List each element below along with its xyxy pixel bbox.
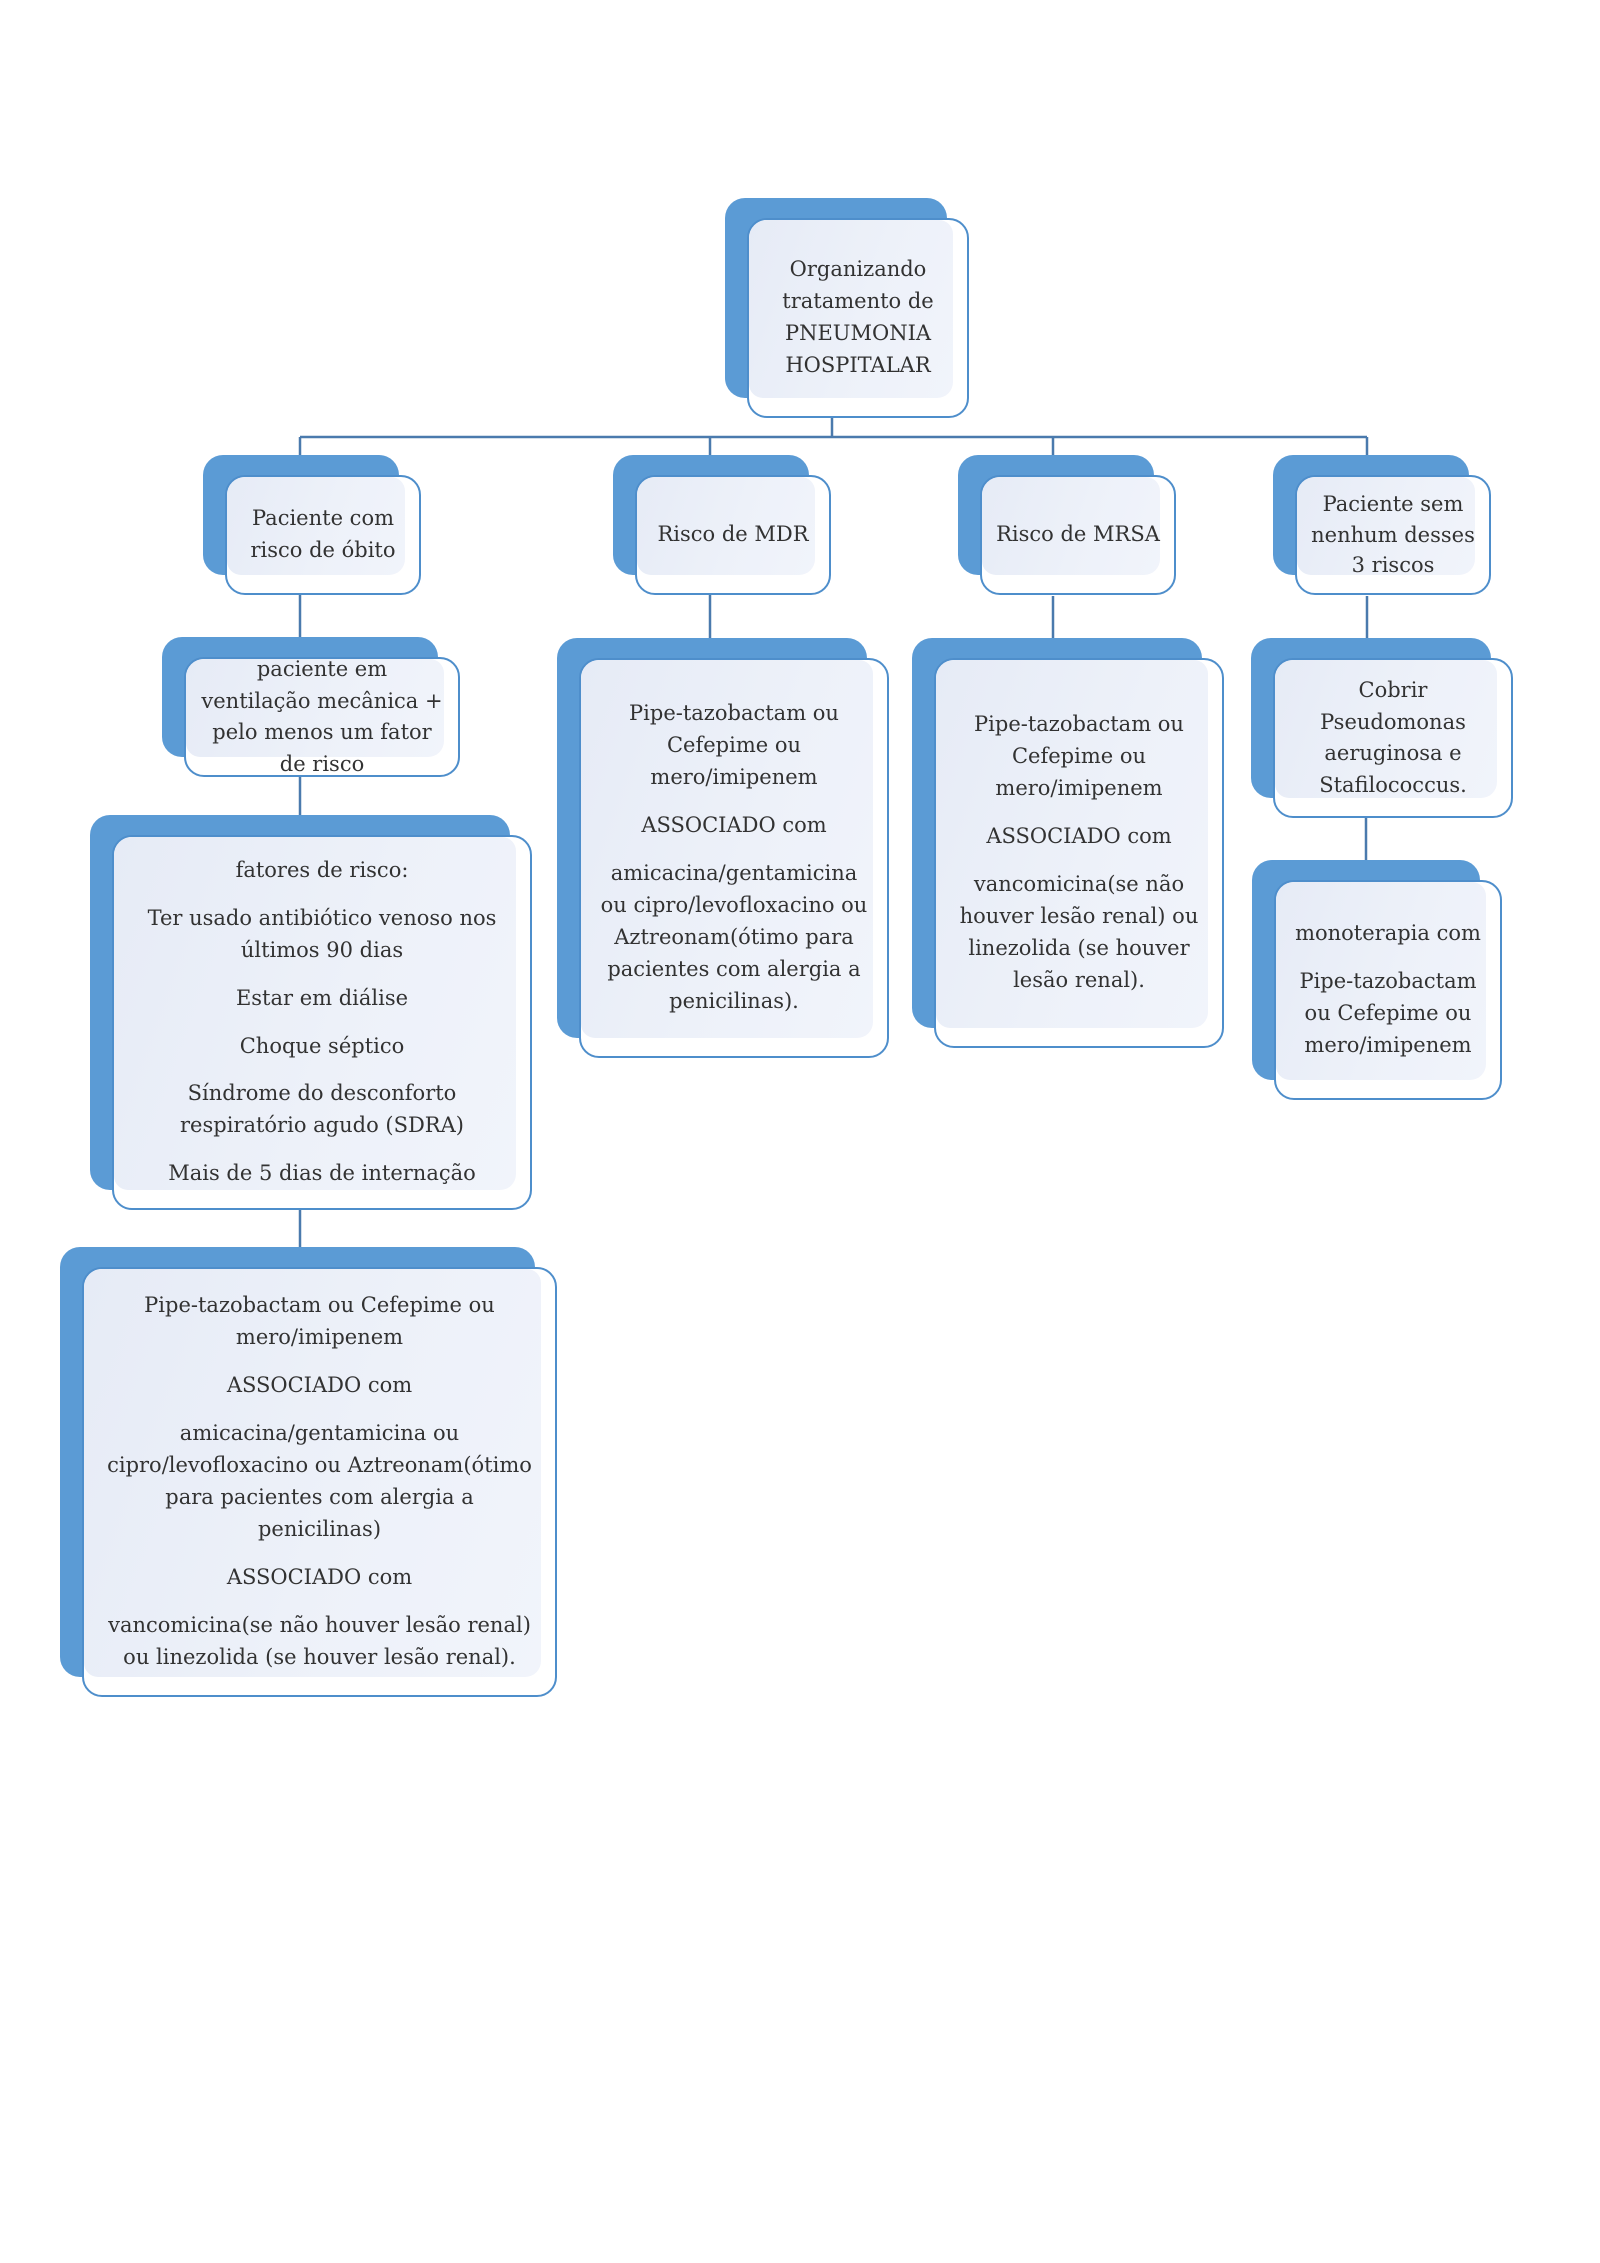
col1-treatment-fill	[84, 1269, 541, 1677]
root-node-text: Organizando tratamento de PNEUMONIA HOSP…	[782, 257, 934, 377]
col2-header-fill	[637, 477, 815, 575]
treatment-line: amicacina/gentamicina ou cipro/levofloxa…	[600, 861, 868, 1013]
col1-treatment-box: Pipe-tazobactam ou Cefepime ou mero/imip…	[82, 1267, 557, 1697]
col3-header-text: Risco de MRSA	[996, 522, 1160, 547]
risk-factors-title: fatores de risco:	[235, 857, 409, 882]
col3-treatment-text: Pipe-tazobactam ou Cefepime ou mero/imip…	[936, 660, 1222, 1046]
treatment-line: ASSOCIADO com	[226, 1373, 413, 1398]
root-node-fill	[749, 220, 953, 398]
treatment-line: vancomicina(se não houver lesão renal) o…	[108, 1612, 531, 1669]
col4-header-text: Paciente sem nenhum desses 3 riscos	[1311, 492, 1475, 578]
treatment-line: Pipe-tazobactam ou Cefepime ou mero/imip…	[629, 701, 839, 790]
col4-header-fill	[1297, 477, 1475, 575]
treatment-line: Pipe-tazobactam ou Cefepime ou mero/imip…	[974, 712, 1184, 801]
col1-header-fill	[227, 477, 405, 575]
col4-monotherapy-text: monoterapia com Pipe-tazobactam ou Cefep…	[1276, 882, 1500, 1098]
col3-treatment-node: Pipe-tazobactam ou Cefepime ou mero/imip…	[912, 638, 1224, 1048]
risk-factor-item: Choque séptico	[239, 1033, 405, 1058]
col3-treatment-box: Pipe-tazobactam ou Cefepime ou mero/imip…	[934, 658, 1224, 1048]
treatment-line: ASSOCIADO com	[986, 824, 1172, 849]
col3-header-box: Risco de MRSA	[980, 475, 1176, 595]
col4-header-box: Paciente sem nenhum desses 3 riscos	[1295, 475, 1491, 595]
col1-risk-factors-box: fatores de risco: Ter usado antibiótico …	[112, 835, 532, 1210]
col1-ventilation-text: paciente em ventilação mecânica + pelo m…	[201, 657, 443, 776]
treatment-line: Pipe-tazobactam ou Cefepime ou mero/imip…	[1299, 969, 1477, 1057]
col1-risk-factors-text: fatores de risco: Ter usado antibiótico …	[114, 837, 530, 1208]
risk-factor-item: Mais de 5 dias de internação	[168, 1161, 476, 1186]
col2-treatment-box: Pipe-tazobactam ou Cefepime ou mero/imip…	[579, 658, 889, 1058]
col3-header-node: Risco de MRSA	[958, 455, 1176, 595]
col1-header-box: Paciente com risco de óbito	[225, 475, 421, 595]
treatment-line: ASSOCIADO com	[641, 813, 827, 838]
treatment-line: ASSOCIADO com	[226, 1564, 413, 1589]
treatment-line: vancomicina(se não houver lesão renal) o…	[959, 872, 1199, 992]
col1-header-node: Paciente com risco de óbito	[203, 455, 421, 595]
col4-monotherapy-node: monoterapia com Pipe-tazobactam ou Cefep…	[1252, 860, 1502, 1100]
col4-coverage-box: Cobrir Pseudomonas aeruginosa e Stafiloc…	[1273, 658, 1513, 818]
col3-header-fill	[982, 477, 1160, 575]
col2-header-box: Risco de MDR	[635, 475, 831, 595]
risk-factor-item: Síndrome do desconforto respiratório agu…	[180, 1081, 464, 1138]
col4-coverage-text: Cobrir Pseudomonas aeruginosa e Stafiloc…	[1319, 678, 1467, 797]
risk-factor-item: Ter usado antibiótico venoso nos últimos…	[147, 905, 497, 962]
col4-monotherapy-fill	[1276, 882, 1486, 1080]
col1-ventilation-fill	[186, 659, 444, 757]
col4-coverage-fill	[1275, 660, 1497, 798]
col1-ventilation-node: paciente em ventilação mecânica + pelo m…	[162, 637, 460, 777]
col1-header-text: Paciente com risco de óbito	[250, 506, 396, 562]
root-node: Organizando tratamento de PNEUMONIA HOSP…	[725, 198, 969, 418]
col3-treatment-fill	[936, 660, 1208, 1028]
treatment-line: amicacina/gentamicina ou cipro/levofloxa…	[107, 1421, 532, 1541]
col2-header-text: Risco de MDR	[657, 522, 809, 547]
col1-ventilation-box: paciente em ventilação mecânica + pelo m…	[184, 657, 460, 777]
col2-treatment-text: Pipe-tazobactam ou Cefepime ou mero/imip…	[581, 660, 887, 1056]
col1-risk-factors-fill	[114, 837, 516, 1190]
col2-treatment-fill	[581, 660, 873, 1038]
connector-paths	[298, 416, 1369, 1250]
col2-header-node: Risco de MDR	[613, 455, 831, 595]
col1-treatment-node: Pipe-tazobactam ou Cefepime ou mero/imip…	[60, 1247, 557, 1697]
treatment-line: Pipe-tazobactam ou Cefepime ou mero/imip…	[144, 1293, 495, 1350]
root-node-box: Organizando tratamento de PNEUMONIA HOSP…	[747, 218, 969, 418]
col1-treatment-text: Pipe-tazobactam ou Cefepime ou mero/imip…	[84, 1269, 555, 1695]
col1-risk-factors-node: fatores de risco: Ter usado antibiótico …	[90, 815, 532, 1210]
col4-coverage-node: Cobrir Pseudomonas aeruginosa e Stafiloc…	[1251, 638, 1513, 818]
col2-treatment-node: Pipe-tazobactam ou Cefepime ou mero/imip…	[557, 638, 889, 1058]
col4-monotherapy-box: monoterapia com Pipe-tazobactam ou Cefep…	[1274, 880, 1502, 1100]
col4-header-node: Paciente sem nenhum desses 3 riscos	[1273, 455, 1491, 595]
risk-factor-item: Estar em diálise	[235, 985, 409, 1010]
treatment-line: monoterapia com	[1295, 921, 1481, 946]
